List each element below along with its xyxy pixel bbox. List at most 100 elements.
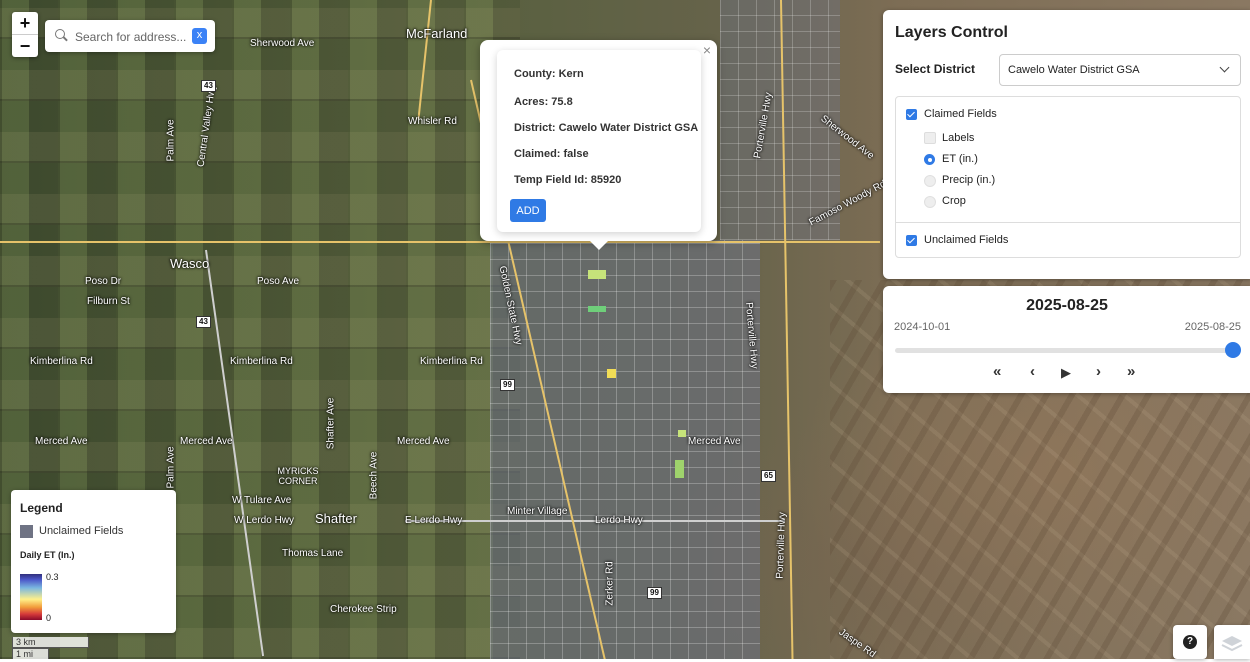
map-label: Merced Ave [688,436,741,447]
map-label: Shafter Ave [325,397,337,450]
field-county: County: Kern [514,68,584,80]
map-label: Kimberlina Rd [30,356,93,367]
layer-options: Claimed Fields Labels ET (in.) Precip (i… [895,96,1241,258]
labels-label[interactable]: Labels [942,132,975,144]
map-label: Sherwood Ave [250,38,315,49]
claimed-fields-label[interactable]: Claimed Fields [924,108,997,120]
map-label: MYRICKS CORNER [277,466,319,486]
date-slider-thumb[interactable] [1225,342,1241,358]
field-temp-id: Temp Field Id: 85920 [514,174,622,186]
map-label: W Tulare Ave [232,495,292,506]
layers-control-panel: Layers Control Select District Cawelo Wa… [883,10,1250,279]
help-button[interactable]: ? [1173,625,1207,659]
field-acres: Acres: 75.8 [514,96,573,108]
scale-km: 3 km [12,637,89,648]
map-label: McFarland [406,26,468,41]
highlighted-field[interactable] [588,270,606,279]
map-label: Porterville Hwy [774,511,789,580]
daily-et-title: Daily ET (In.) [20,550,75,560]
search-input[interactable] [73,26,192,48]
date-slider-track[interactable] [895,348,1233,353]
highlighted-field[interactable] [678,430,686,437]
road [0,241,880,243]
map-label: Kimberlina Rd [230,356,293,367]
select-district-label: Select District [895,62,976,76]
timeline-end-date: 2025-08-25 [1184,321,1241,333]
first-date-button[interactable]: « [993,363,1002,380]
map-label: Whisler Rd [408,116,457,127]
divider [896,222,1240,223]
field-info-card: County: Kern Acres: 75.8 District: Cawel… [497,50,701,232]
et-max-label: 0.3 [46,572,59,582]
route-shield: 43 [196,316,211,328]
field-district: District: Cawelo Water District GSA [514,122,699,134]
timeline-start-date: 2024-10-01 [894,321,951,333]
map-label: Poso Ave [257,276,300,287]
district-select-value: Cawelo Water District GSA [1008,64,1140,76]
clear-search-button[interactable]: x [192,28,207,44]
map-scale: 3 km 1 mi [12,637,89,659]
play-button[interactable]: ▶ [1061,365,1071,380]
map-label: Wasco [170,256,210,271]
legend-title: Legend [20,501,63,515]
layers-icon [1221,636,1243,652]
map-label: Shafter [315,511,357,526]
unclaimed-fields-swatch [20,525,33,538]
et-radio[interactable] [924,154,935,165]
last-date-button[interactable]: » [1127,363,1136,380]
highlighted-field[interactable] [607,369,616,378]
chevron-down-icon [1219,62,1230,73]
unclaimed-fields-checkbox[interactable] [906,235,917,246]
et-radio-label[interactable]: ET (in.) [942,153,978,165]
map-label: Thomas Lane [282,548,344,559]
zoom-in-button[interactable]: + [19,13,31,33]
map-label: E Lerdo Hwy [405,515,463,526]
basemap-toggle-button[interactable] [1214,625,1250,659]
claimed-fields-checkbox[interactable] [906,109,917,120]
precip-radio-label[interactable]: Precip (in.) [942,174,996,186]
claimed-fields-overlay-north[interactable] [720,0,840,240]
highlighted-field[interactable] [675,460,684,478]
help-icon: ? [1183,635,1197,649]
map-label: Kimberlina Rd [420,356,483,367]
map-label: Palm Ave [165,446,177,489]
field-info-popup: × County: Kern Acres: 75.8 District: Caw… [480,40,717,250]
route-shield: 99 [500,379,515,391]
zoom-control: + − [12,12,38,57]
map-label: W Lerdo Hwy [234,515,295,526]
unclaimed-fields-label[interactable]: Unclaimed Fields [924,234,1009,246]
address-search: x [45,20,215,52]
claimed-fields-overlay[interactable] [490,240,760,659]
field-claimed: Claimed: false [514,148,589,160]
map-label: Zerker Rd [604,561,616,606]
add-field-button[interactable]: ADD [510,199,546,222]
previous-date-button[interactable]: ‹ [1030,363,1035,380]
labels-checkbox[interactable] [924,132,936,144]
et-color-ramp [20,574,42,620]
close-icon[interactable]: × [702,42,711,58]
map-label: Poso Dr [85,276,122,287]
map-label: Minter Village [507,506,568,517]
next-date-button[interactable]: › [1096,363,1101,380]
date-timeline-panel: 2025-08-25 2024-10-01 2025-08-25 « ‹ ▶ ›… [883,286,1250,393]
highlighted-field[interactable] [588,306,606,312]
map-label: Lerdo Hwy [595,515,643,526]
route-shield: 43 [201,80,216,92]
district-select[interactable]: Cawelo Water District GSA [999,54,1241,86]
road [405,520,785,522]
et-min-label: 0 [46,613,52,623]
crop-radio-label[interactable]: Crop [942,195,966,207]
map-label: Filburn St [87,296,130,307]
route-shield: 65 [761,470,776,482]
route-shield: 99 [647,587,662,599]
search-icon [55,29,65,39]
crop-radio[interactable] [924,196,936,208]
map-label: Merced Ave [35,436,88,447]
current-date: 2025-08-25 [1026,297,1108,314]
map-label: Beech Ave [368,451,380,500]
zoom-out-button[interactable]: − [12,34,38,57]
map-label: Cherokee Strip [330,604,397,615]
scale-mi: 1 mi [12,648,49,659]
precip-radio[interactable] [924,175,936,187]
map-label: Merced Ave [180,436,233,447]
